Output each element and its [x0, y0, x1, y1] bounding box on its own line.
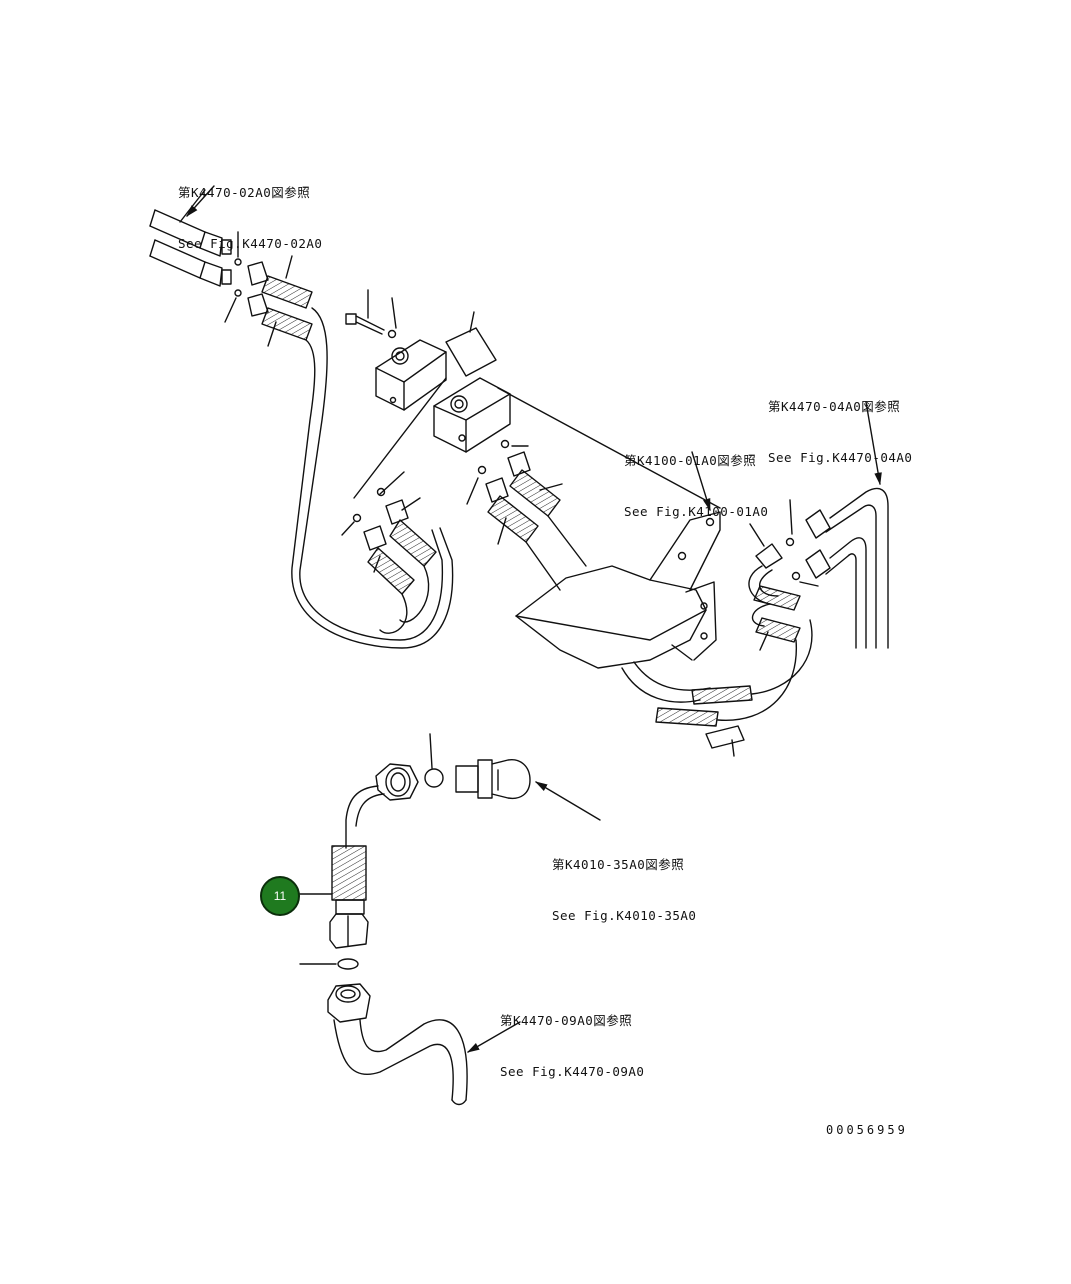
reference-en: See Fig.K4100-01A0 — [624, 504, 769, 519]
reference-jp: 第K4470-09A0図参照 — [500, 1013, 633, 1028]
reference-label-k4010-35a0: 第K4010-35A0図参照 See Fig.K4010-35A0 — [552, 822, 696, 941]
drawing-number: 00056959 — [826, 1123, 908, 1137]
part-callout-11[interactable]: 11 — [260, 876, 300, 916]
long-return-hose — [299, 307, 444, 641]
reference-label-k4470-09a0: 第K4470-09A0図参照 See Fig.K4470-09A0 — [500, 978, 644, 1097]
reference-jp: 第K4470-04A0図参照 — [768, 399, 901, 414]
reference-label-k4470-04a0: 第K4470-04A0図参照 See Fig.K4470-04A0 — [768, 364, 912, 483]
reference-en: See Fig.K4010-35A0 — [552, 908, 697, 923]
reference-label-k4470-02a0: 第K4470-02A0図参照 See Fig.K4470-02A0 — [178, 150, 322, 269]
guard-bracket — [515, 511, 721, 669]
lower-bracket-hoses — [621, 619, 813, 757]
upper-left-pipes — [149, 185, 313, 347]
long-return-hose-edge — [291, 339, 454, 649]
reference-en: See Fig.K4470-09A0 — [500, 1064, 645, 1079]
reference-en: See Fig.K4470-02A0 — [178, 236, 323, 251]
lower-hose-assembly — [299, 733, 601, 1106]
reference-en: See Fig.K4470-04A0 — [768, 450, 913, 465]
reference-label-k4100-01a0: 第K4100-01A0図参照 See Fig.K4100-01A0 — [624, 418, 768, 537]
right-side-pipes — [748, 401, 889, 651]
part-callout-number: 11 — [273, 889, 287, 903]
center-mount-assembly — [341, 289, 721, 536]
arrow-k4100 — [691, 451, 711, 512]
reference-jp: 第K4470-02A0図参照 — [178, 185, 311, 200]
reference-jp: 第K4100-01A0図参照 — [624, 453, 757, 468]
center-hoses — [363, 451, 587, 634]
reference-jp: 第K4010-35A0図参照 — [552, 857, 685, 872]
